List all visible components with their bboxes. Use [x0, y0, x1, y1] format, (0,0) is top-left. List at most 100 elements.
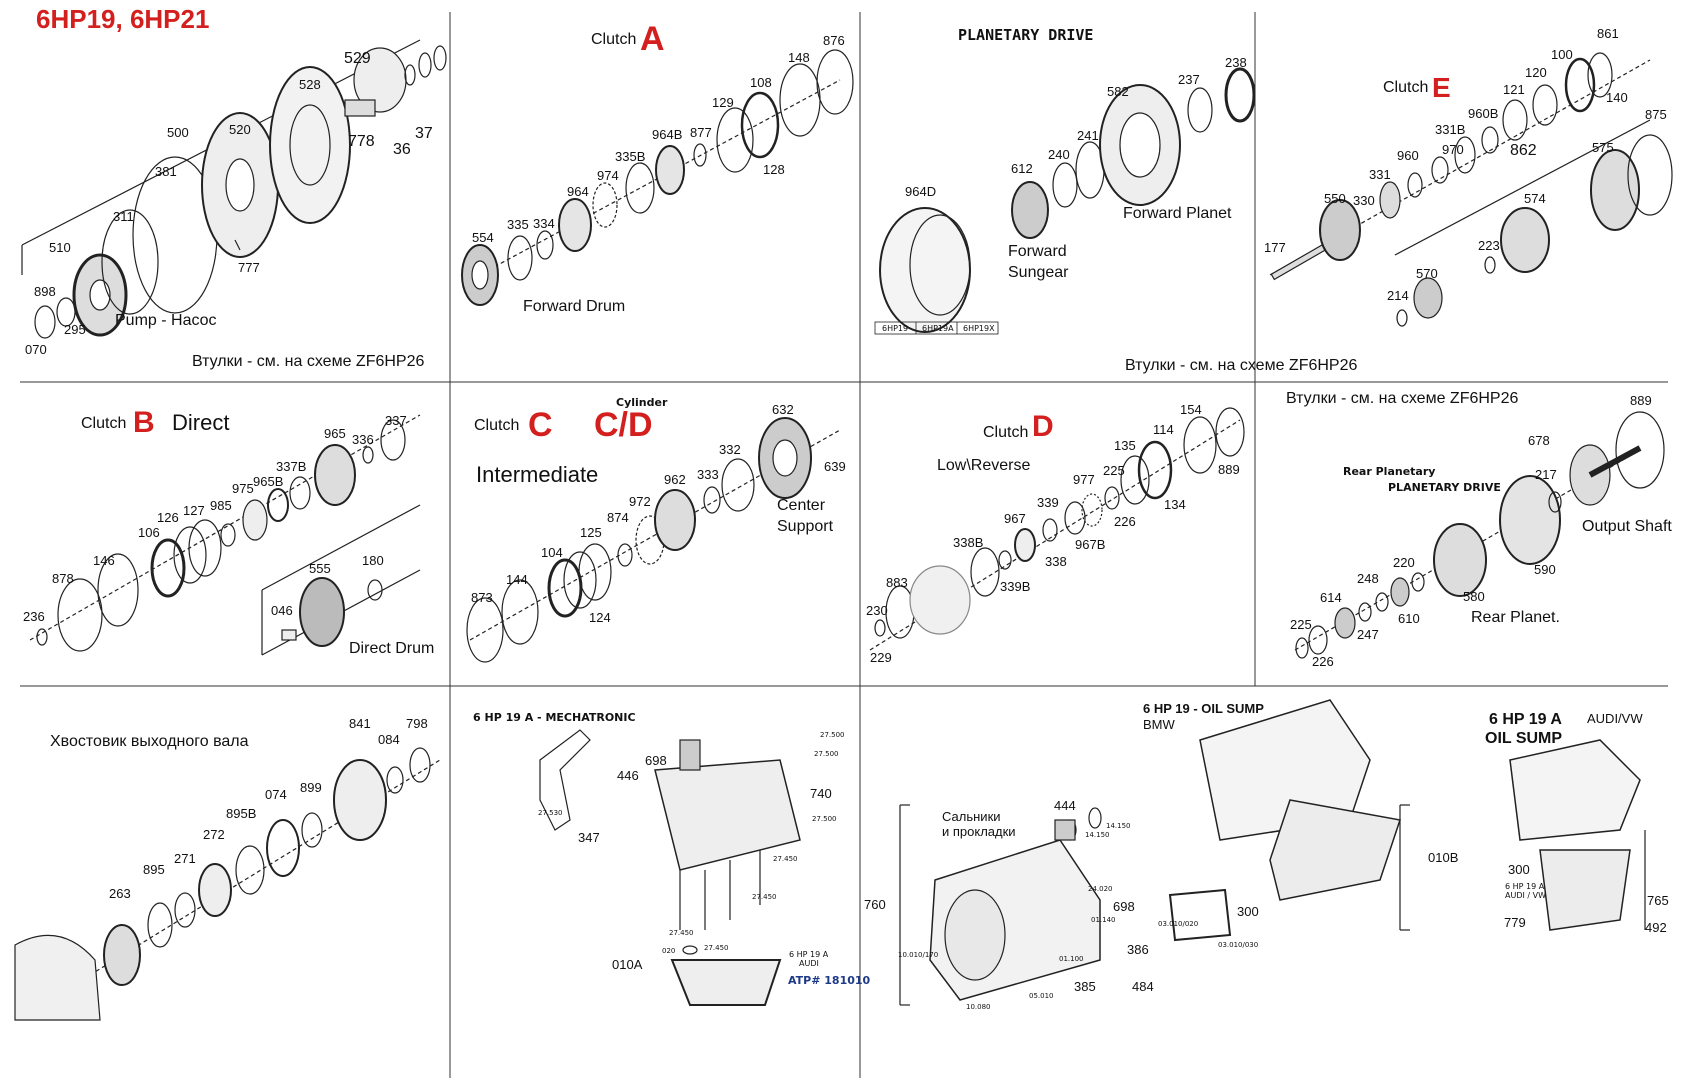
part-678: 678	[1528, 433, 1550, 448]
part-236: 236	[23, 609, 45, 624]
part-740: 740	[810, 786, 832, 801]
part-899: 899	[300, 780, 322, 795]
small-03010-030: 03.010/030	[1218, 941, 1259, 949]
part-895b: 895B	[226, 806, 257, 821]
part-575: 575	[1592, 140, 1614, 155]
clutch-c-word: Clutch	[474, 417, 520, 434]
part-225-d: 225	[1103, 463, 1125, 478]
rear-planet-label: Rear Planet.	[1471, 609, 1560, 626]
part-126: 126	[157, 510, 179, 525]
tail-shaft-assembly	[14, 747, 441, 1021]
part-238: 238	[1225, 55, 1247, 70]
part-108: 108	[750, 75, 772, 90]
part-135: 135	[1114, 438, 1136, 453]
part-248: 248	[1357, 571, 1379, 586]
clutch-b-word: Clutch	[81, 415, 127, 432]
part-612: 612	[1011, 161, 1033, 176]
cylinder-cd: C/D	[594, 406, 653, 444]
part-229: 229	[870, 650, 892, 665]
part-510: 510	[49, 240, 71, 255]
part-124: 124	[589, 610, 611, 625]
forward-sungear-label: Forward Sungear	[1008, 243, 1069, 281]
part-120: 120	[1525, 65, 1547, 80]
part-610: 610	[1398, 611, 1420, 626]
part-127: 127	[183, 503, 205, 518]
part-220: 220	[1393, 555, 1415, 570]
part-639: 639	[824, 459, 846, 474]
small-020: 020	[662, 947, 676, 955]
audi-sump-header2: OIL SUMP	[1485, 730, 1563, 747]
part-960b: 960B	[1468, 106, 1499, 121]
part-129: 129	[712, 95, 734, 110]
pump-label: Pump - Насос	[115, 312, 217, 329]
clutch-b-letter: B	[133, 406, 155, 439]
part-339: 339	[1037, 495, 1059, 510]
clutch-a-word: Clutch	[591, 31, 637, 48]
small-03010-020: 03.010/020	[1158, 920, 1199, 928]
part-889-d: 889	[1218, 462, 1240, 477]
small-01140: 01.140	[1091, 916, 1116, 924]
forward-drum-label: Forward Drum	[523, 298, 626, 315]
part-574: 574	[1524, 191, 1546, 206]
part-331b: 331B	[1435, 122, 1466, 137]
seals-line2: и прокладки	[942, 824, 1016, 839]
part-528: 528	[299, 77, 321, 92]
clutch-d-word: Clutch	[983, 424, 1029, 441]
part-614: 614	[1320, 590, 1342, 605]
part-114: 114	[1153, 422, 1174, 437]
audi-vw-label: AUDI/VW	[1587, 711, 1643, 726]
planetary-assembly	[874, 67, 1256, 335]
part-964: 964	[567, 184, 589, 199]
part-226-r: 226	[1312, 654, 1334, 669]
part-330: 330	[1353, 193, 1375, 208]
part-381: 381	[155, 164, 177, 179]
part-146: 146	[93, 553, 115, 568]
part-889-r: 889	[1630, 393, 1652, 408]
part-010a: 010A	[612, 957, 643, 972]
part-148: 148	[788, 50, 810, 65]
rear-planetary-header: Rear Planetary	[1343, 465, 1436, 478]
clutch-d-assembly	[869, 407, 1245, 651]
part-241: 241	[1077, 128, 1099, 143]
clutch-e-word: Clutch	[1383, 79, 1429, 96]
small-27450-b: 27.450	[752, 893, 777, 901]
small-14150-a: 14.150	[1106, 822, 1131, 830]
part-311: 311	[113, 209, 134, 224]
rear-bushings-note: Втулки - см. на схеме ZF6HP26	[1286, 390, 1519, 407]
mechatronic-header: 6 HP 19 A - MECHATRONIC	[473, 711, 636, 724]
part-970: 970	[1442, 142, 1464, 157]
part-974: 974	[597, 168, 619, 183]
part-333: 333	[697, 467, 719, 482]
grid-lines	[20, 12, 1668, 1078]
part-180: 180	[362, 553, 384, 568]
small-10080: 10.080	[966, 1003, 991, 1011]
part-37: 37	[415, 125, 433, 142]
part-529: 529	[344, 50, 371, 67]
small-01100: 01.100	[1059, 955, 1084, 963]
part-962: 962	[664, 472, 686, 487]
center-support-line1: Center	[777, 497, 826, 514]
part-339b: 339B	[1000, 579, 1031, 594]
part-895: 895	[143, 862, 165, 877]
part-967: 967	[1004, 511, 1026, 526]
part-300-b: 300	[1508, 862, 1530, 877]
clutch-a-letter: A	[640, 20, 665, 58]
part-555: 555	[309, 561, 331, 576]
small-27500-a: 27.500	[820, 731, 845, 739]
clutch-c-letter: C	[528, 406, 553, 444]
part-582: 582	[1107, 84, 1129, 99]
part-300-a: 300	[1237, 904, 1259, 919]
part-550: 550	[1324, 191, 1346, 206]
part-338: 338	[1045, 554, 1067, 569]
audi-note1: 6 HP 19 A	[1505, 882, 1545, 891]
part-104: 104	[541, 545, 563, 560]
page-title: 6HP19, 6HP21	[36, 4, 210, 34]
mechatronic-assembly	[539, 729, 801, 1006]
part-226-d: 226	[1114, 514, 1136, 529]
part-074: 074	[265, 787, 287, 802]
audi-note2: AUDI / VW	[1505, 891, 1547, 900]
legend-6hp19a: 6HP19A	[922, 324, 954, 333]
part-154: 154	[1180, 402, 1202, 417]
part-335: 335	[507, 217, 529, 232]
